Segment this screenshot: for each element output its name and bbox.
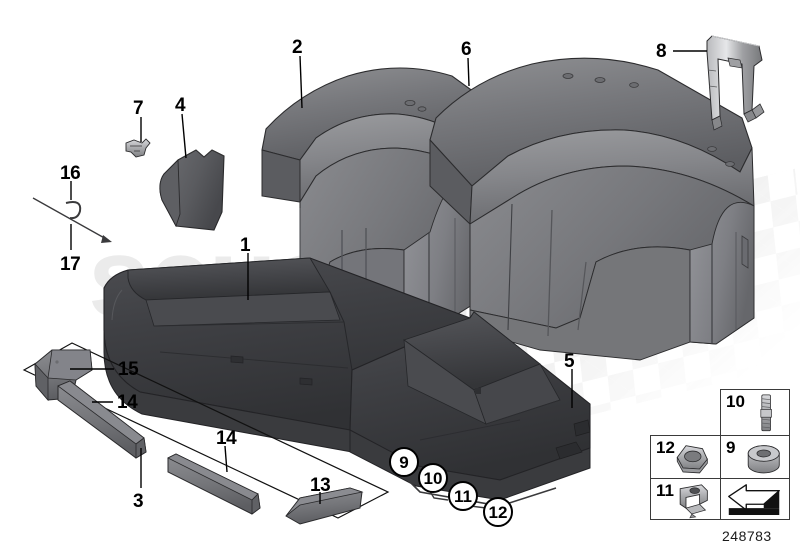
spacer-sleeve-icon: [747, 445, 780, 474]
callout-label-8: 8: [656, 41, 667, 62]
spring-nut-clip-icon: [679, 484, 708, 519]
callout-label-13: 13: [310, 475, 331, 496]
hex-nut-icon: [676, 445, 708, 474]
callout-label-1: 1: [240, 235, 251, 256]
threaded-stud-bolt-icon: [760, 394, 772, 432]
callout-circle-10: 10: [418, 463, 448, 493]
callout-label-6: 6: [461, 39, 472, 60]
callout-label-14b: 14: [216, 428, 237, 449]
part-13-corner-trim: [285, 487, 364, 525]
inset-cell-10: 10: [720, 389, 790, 436]
part-15-end-cap-trim: [34, 349, 93, 402]
callout-circle-11: 11: [448, 481, 478, 511]
callout-label-15: 15: [118, 359, 139, 380]
arrow-direction-icon: [728, 484, 780, 515]
part-17-wire-rod: [32, 197, 112, 243]
part-14b-trim-strip: [167, 453, 261, 515]
part-7-retaining-clip: [125, 138, 151, 158]
inset-cell-9: 9: [720, 435, 790, 479]
callout-label-14a: 14: [117, 392, 138, 413]
callout-circle-12: 12: [483, 497, 513, 527]
inset-cell-12: 12: [650, 435, 721, 479]
inset-cell-arrow: [720, 478, 790, 520]
inset-cell-11-number: 11: [656, 481, 674, 500]
part-16-spring-clip: [65, 201, 82, 220]
callout-circle-9: 9: [389, 447, 419, 477]
part-6-backrest-right: [429, 57, 755, 361]
part-8-mounting-bracket: [706, 35, 765, 131]
callout-label-7: 7: [133, 98, 144, 119]
callout-label-17: 17: [60, 254, 81, 275]
callout-label-5: 5: [564, 351, 575, 372]
callout-label-2: 2: [292, 37, 303, 58]
callout-label-16: 16: [60, 163, 81, 184]
inset-cell-11: 11: [650, 478, 721, 520]
hardware-inset-table: 10 12 9: [650, 389, 790, 520]
callout-label-4: 4: [175, 95, 186, 116]
callout-label-3: 3: [133, 491, 144, 512]
part-4-side-bolster-pad: [159, 149, 225, 231]
inset-cell-12-number: 12: [656, 438, 675, 457]
diagram-part-number: 248783: [722, 528, 772, 544]
inset-cell-9-number: 9: [726, 438, 736, 457]
